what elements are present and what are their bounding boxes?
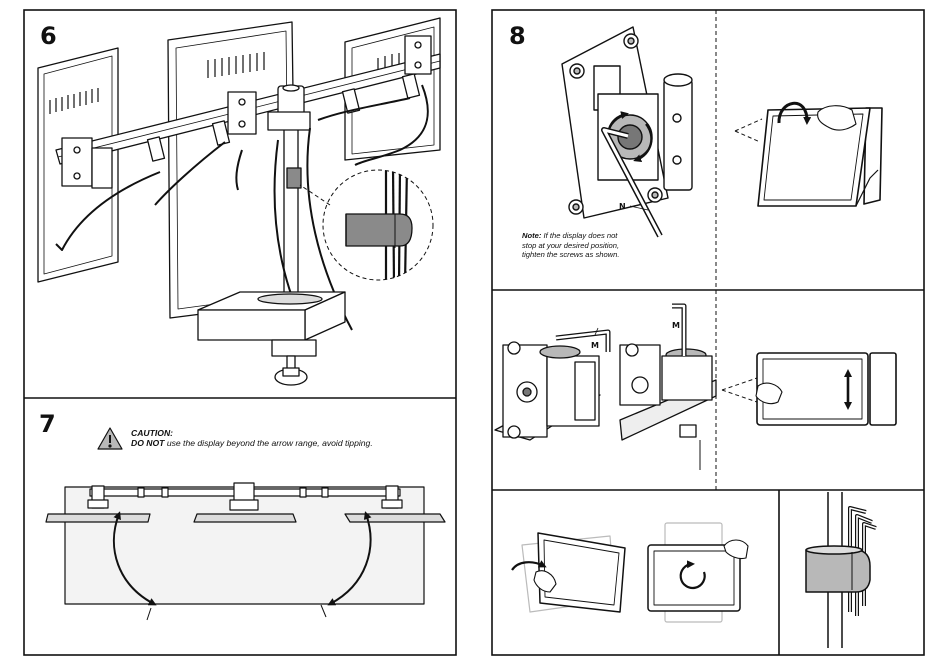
step-8-number: 8 <box>509 24 526 48</box>
warning-triangle-icon <box>98 428 122 449</box>
step-7-illustration <box>46 428 445 620</box>
note-line-2: stop at your desired position, <box>522 241 620 251</box>
step-8-swivel-rotate <box>512 523 748 622</box>
step-8-cable-strap <box>806 492 876 648</box>
velcro-strap <box>346 214 412 246</box>
right-bracket-detail: M <box>620 306 716 470</box>
middle-monitor-top <box>194 514 296 522</box>
caution-do-not: DO NOT <box>131 438 164 448</box>
desk-clamp <box>198 292 345 385</box>
right-monitor-top <box>345 514 445 522</box>
label-m-right: M <box>672 321 680 330</box>
note-label: Note: <box>522 231 541 240</box>
label-m-left: M <box>591 341 599 350</box>
top-view-monitors <box>46 514 445 522</box>
step-8-tilt-monitor <box>735 103 882 206</box>
left-monitor-top <box>46 514 150 522</box>
step-6-illustration <box>38 18 440 385</box>
cable-strap <box>806 550 870 592</box>
rotate-monitor <box>648 523 748 622</box>
caution-body: use the display beyond the arrow range, … <box>167 438 373 448</box>
step-8-height-adjust: M M <box>495 306 896 470</box>
note-text: Note: If the display does not stop at yo… <box>522 231 620 260</box>
note-line-3: tighten the screws as shown. <box>522 250 620 260</box>
step-7-number: 7 <box>39 412 56 436</box>
note-line-1: If the display does not <box>544 231 618 240</box>
label-n: N <box>619 202 626 211</box>
step-6-number: 6 <box>40 24 57 48</box>
step-8-tilt-mechanism: N <box>562 27 692 236</box>
height-monitor <box>722 353 896 425</box>
swivel-monitor <box>512 533 625 612</box>
caution-text: CAUTION: DO NOT use the display beyond t… <box>131 428 373 448</box>
cable-strap-detail <box>300 165 433 285</box>
middle-monitor-back <box>168 22 296 318</box>
left-bracket-detail: M <box>495 328 608 440</box>
pole-cable-clip <box>287 168 301 188</box>
caution-title: CAUTION: <box>131 428 373 438</box>
